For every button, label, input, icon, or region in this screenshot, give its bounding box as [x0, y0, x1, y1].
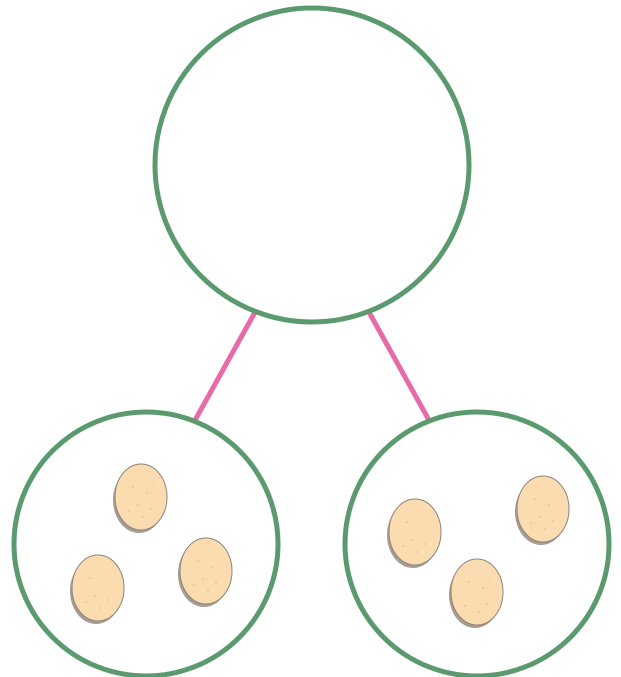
connector-left — [191, 311, 257, 425]
connector-right — [367, 311, 433, 425]
left-part-circle — [11, 409, 281, 677]
right-part-circle — [342, 409, 612, 677]
whole-circle — [152, 5, 472, 325]
